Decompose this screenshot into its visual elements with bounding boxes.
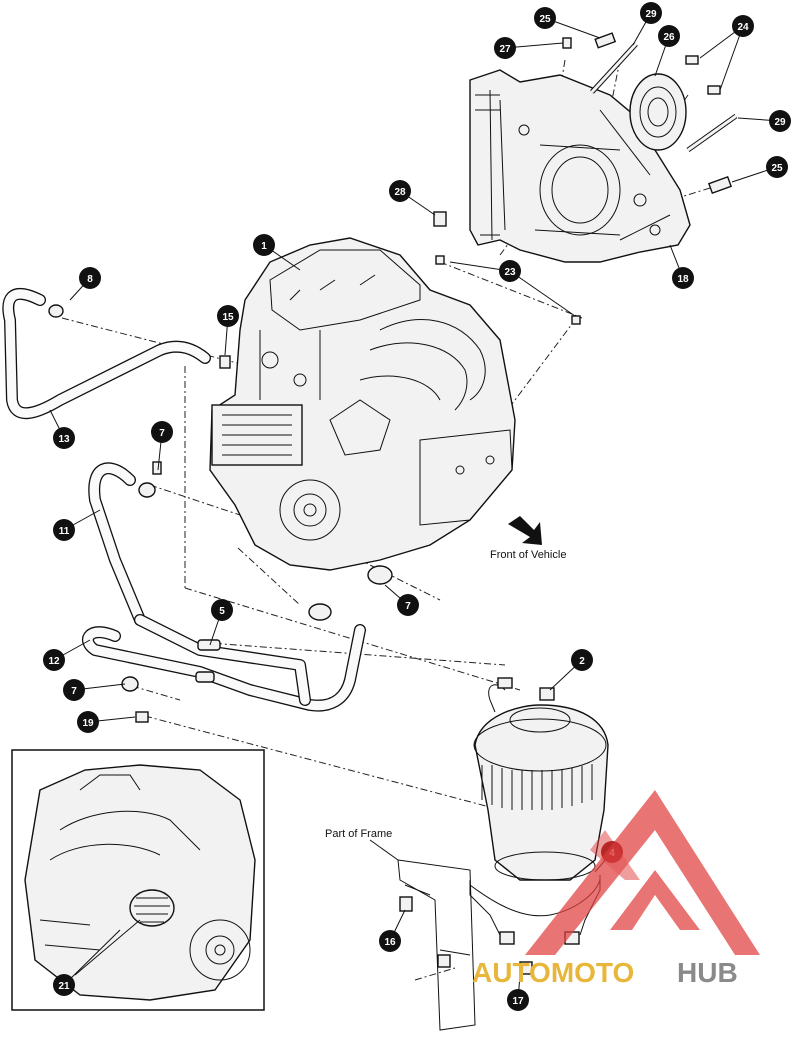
callout-11: 11 xyxy=(53,519,75,541)
callout-8: 8 xyxy=(79,267,101,289)
callout-13-label: 13 xyxy=(58,434,70,445)
callout-11-label: 11 xyxy=(59,526,70,537)
callout-16-label: 16 xyxy=(384,937,396,948)
callout-26: 26 xyxy=(658,25,680,47)
callout-24: 24 xyxy=(732,15,754,37)
callout-29-right-label: 29 xyxy=(774,117,786,128)
callout-23: 23 xyxy=(499,260,521,282)
callout-1-label: 1 xyxy=(261,241,267,252)
callout-15-label: 15 xyxy=(222,312,234,323)
long-bolts xyxy=(590,42,738,153)
watermark-prefix: AUTOMOTO xyxy=(472,957,634,988)
hose-13 xyxy=(2,288,211,420)
callout-1: 1 xyxy=(253,234,275,256)
callout-7-upper: 7 xyxy=(151,421,173,443)
callout-18-label: 18 xyxy=(677,274,689,285)
callout-16: 16 xyxy=(379,930,401,952)
hose-12 xyxy=(82,614,366,712)
callout-18: 18 xyxy=(672,267,694,289)
callout-8-label: 8 xyxy=(87,274,93,285)
watermark-logo xyxy=(525,790,760,955)
callout-28: 28 xyxy=(389,180,411,202)
callout-5: 5 xyxy=(211,599,233,621)
callout-27-label: 27 xyxy=(499,44,511,55)
watermark-text: AUTOMOTO HUB xyxy=(472,957,738,988)
callout-2-label: 2 xyxy=(579,656,585,667)
callout-7-right: 7 xyxy=(397,594,419,616)
callout-7-lower: 7 xyxy=(63,679,85,701)
engine-assembly xyxy=(209,237,516,571)
callout-21: 21 xyxy=(53,974,75,996)
callout-29-right: 29 xyxy=(769,110,791,132)
callout-26-label: 26 xyxy=(663,32,675,43)
callout-24-label: 24 xyxy=(737,22,749,33)
callout-12-label: 12 xyxy=(48,656,60,667)
frame-part xyxy=(135,711,533,1031)
callout-21-label: 21 xyxy=(58,981,70,992)
callout-25-top-label: 25 xyxy=(539,14,551,25)
callout-25-right: 25 xyxy=(766,156,788,178)
callout-27: 27 xyxy=(494,37,516,59)
callout-17-label: 17 xyxy=(512,996,524,1007)
inset-detail-view xyxy=(11,749,265,1011)
callout-19: 19 xyxy=(77,711,99,733)
seal-ring xyxy=(629,73,687,151)
callout-2: 2 xyxy=(571,649,593,671)
part-of-frame-label: Part of Frame xyxy=(325,828,392,840)
callout-29-top-label: 29 xyxy=(645,9,657,20)
callout-7-upper-label: 7 xyxy=(159,428,165,439)
callout-25-right-label: 25 xyxy=(771,163,783,174)
callout-23-label: 23 xyxy=(504,267,516,278)
watermark-suffix: HUB xyxy=(677,957,738,988)
fuel-filter-assembly xyxy=(469,677,609,945)
callout-7-right-label: 7 xyxy=(405,601,411,612)
callout-7-lower-label: 7 xyxy=(71,686,77,697)
callout-17: 17 xyxy=(507,989,529,1011)
callout-5-label: 5 xyxy=(219,606,225,617)
callout-19-label: 19 xyxy=(82,718,94,729)
small-bolts xyxy=(433,32,733,325)
callout-12: 12 xyxy=(43,649,65,671)
callout-15: 15 xyxy=(217,305,239,327)
callout-25-top: 25 xyxy=(534,7,556,29)
front-of-vehicle-label: Front of Vehicle xyxy=(490,549,566,561)
hose-11 xyxy=(88,462,146,626)
callout-13: 13 xyxy=(53,427,75,449)
callout-28-label: 28 xyxy=(394,187,406,198)
callout-29-top: 29 xyxy=(640,2,662,24)
direction-arrow-icon xyxy=(508,516,542,545)
